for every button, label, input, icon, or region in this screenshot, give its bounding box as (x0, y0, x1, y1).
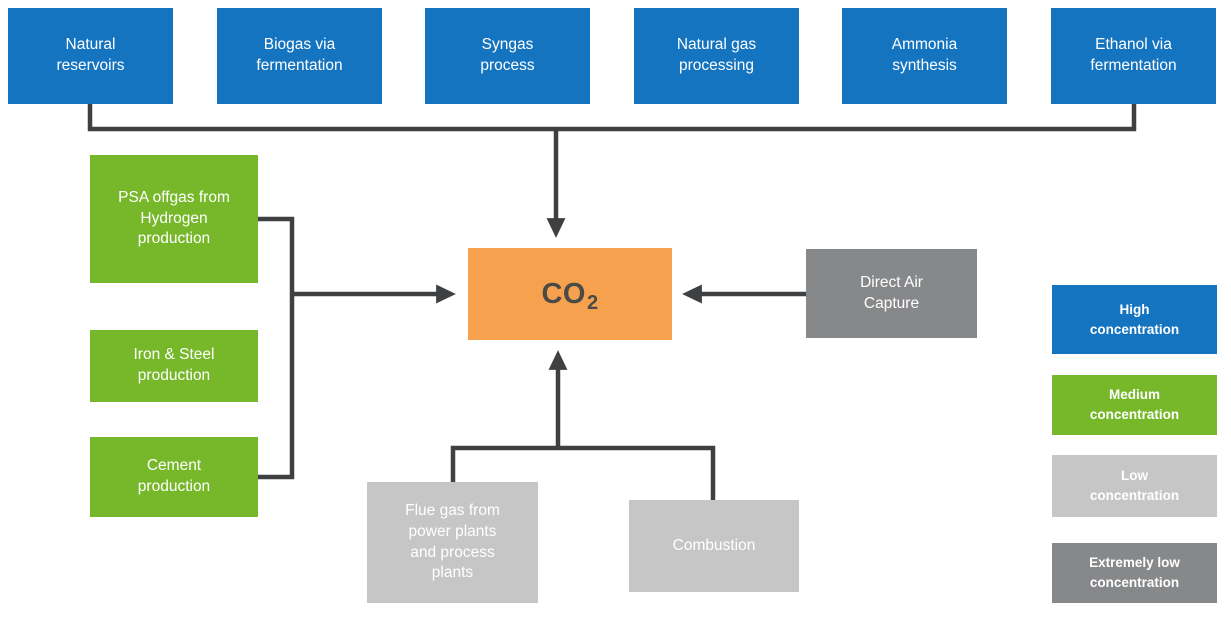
node-ammonia-synthesis: Ammonia synthesis (842, 8, 1007, 104)
node-direct-air-capture: Direct Air Capture (806, 249, 977, 338)
connector-top-bus (87, 104, 1137, 132)
node-psa-offgas-hydrogen: PSA offgas from Hydrogen production (90, 155, 258, 283)
node-flue-gas: Flue gas from power plants and process p… (367, 482, 538, 603)
node-iron-steel-production: Iron & Steel production (90, 330, 258, 402)
co2-subscript: 2 (586, 291, 599, 314)
node-cement-production: Cement production (90, 437, 258, 517)
node-ethanol-fermentation: Ethanol via fermentation (1051, 8, 1216, 104)
node-syngas-process: Syngas process (425, 8, 590, 104)
legend-low-concentration: Low concentration (1052, 455, 1217, 517)
co2-formula: CO (541, 277, 586, 310)
legend-medium-concentration: Medium concentration (1052, 375, 1217, 435)
node-natural-reservoirs: Natural reservoirs (8, 8, 173, 104)
node-combustion: Combustion (629, 500, 799, 592)
legend-high-concentration: High concentration (1052, 285, 1217, 354)
legend-extremely-low-concentration: Extremely low concentration (1052, 543, 1217, 603)
node-natural-gas-processing: Natural gas processing (634, 8, 799, 104)
node-biogas-fermentation: Biogas via fermentation (217, 8, 382, 104)
connector-left-bracket (258, 216, 295, 480)
